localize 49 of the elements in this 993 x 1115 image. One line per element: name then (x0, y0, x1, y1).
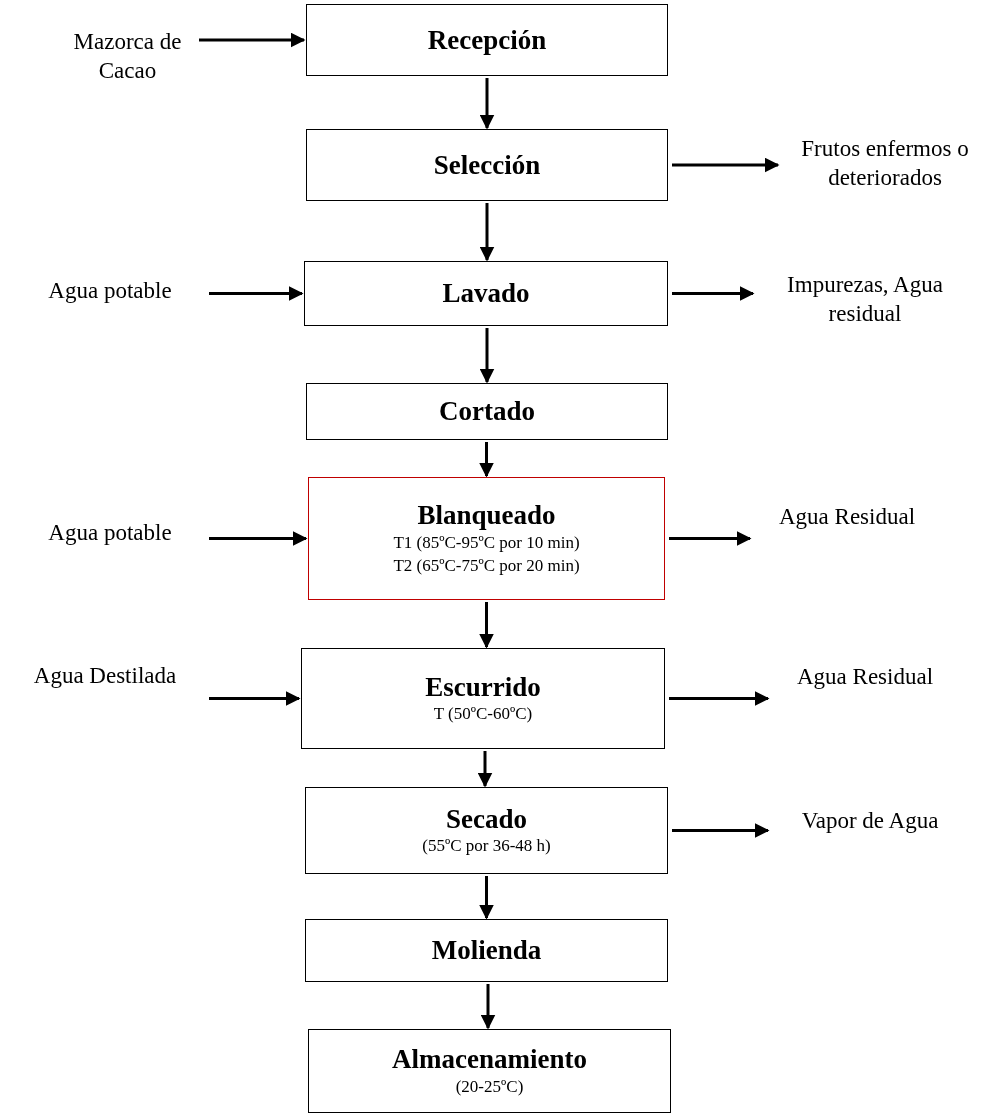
step-title: Escurrido (425, 670, 541, 704)
step-condition: (55ºC por 36-48 h) (422, 835, 551, 858)
flow-label: Agua Residual (778, 502, 916, 531)
arrow (479, 876, 494, 920)
arrow (672, 823, 770, 838)
arrow (479, 442, 494, 478)
process-box (301, 648, 665, 749)
flow-label: Agua Residual (796, 662, 934, 691)
flow-label: Frutos enfermos o deteriorados (800, 135, 970, 192)
arrow (199, 32, 306, 48)
step-title: Molienda (431, 934, 542, 967)
arrow (480, 984, 496, 1030)
step-condition: (20-25ºC) (455, 1075, 524, 1098)
arrow (209, 286, 304, 301)
arrow (479, 602, 494, 649)
flow-label: Agua potable (48, 276, 172, 305)
arrow (672, 286, 755, 301)
step-title: Selección (433, 148, 541, 182)
arrow (669, 531, 752, 546)
step-title: Blanqueado (417, 499, 556, 532)
arrow (479, 328, 495, 384)
process-box (308, 1029, 671, 1113)
flow-label: Mazorca de Cacao (72, 28, 183, 85)
flow-label: Agua potable (48, 518, 172, 547)
arrow (209, 691, 301, 706)
step-condition: T1 (85ºC-95ºC por 10 min) (393, 531, 580, 554)
process-box (306, 4, 668, 76)
process-box (306, 129, 668, 201)
step-condition: T2 (65ºC-75ºC por 20 min) (393, 554, 580, 577)
arrow (209, 531, 308, 546)
step-title: Cortado (439, 395, 535, 428)
process-box (305, 787, 668, 874)
flow-label: Agua Destilada (33, 661, 177, 690)
arrow (479, 203, 495, 262)
process-box (306, 383, 668, 440)
step-title: Almacenamiento (392, 1043, 587, 1076)
step-title: Recepción (427, 23, 547, 57)
arrow (669, 691, 770, 706)
step-title: Secado (446, 802, 527, 836)
process-box (305, 919, 668, 982)
arrow (672, 157, 780, 173)
step-condition: T (50ºC-60ºC) (433, 703, 533, 726)
flow-label: Vapor de Agua (801, 806, 939, 835)
process-box (304, 261, 668, 326)
process-box (308, 477, 665, 600)
arrow (479, 78, 495, 130)
step-title: Lavado (442, 277, 530, 310)
arrow (477, 751, 493, 788)
flow-label: Impurezas, Agua residual (786, 271, 944, 328)
